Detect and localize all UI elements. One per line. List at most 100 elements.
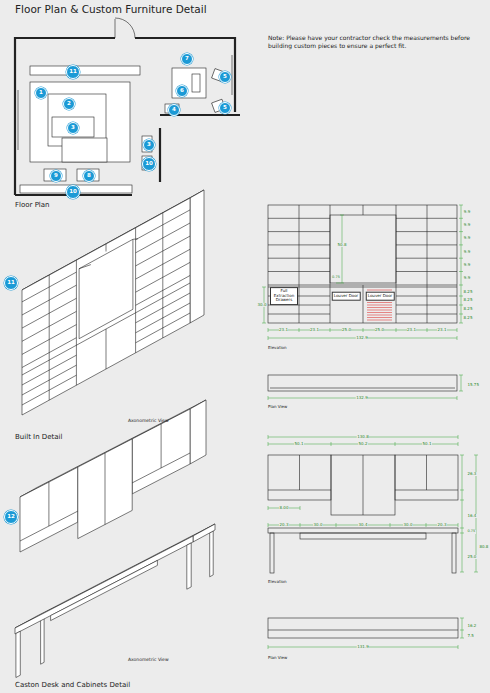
edge-line <box>49 355 76 370</box>
callout-number: 11 <box>4 276 18 290</box>
line <box>268 258 299 259</box>
edge-line <box>76 260 77 385</box>
dimension: 9.9 <box>463 223 470 227</box>
line <box>367 307 392 308</box>
edge-line <box>136 277 163 292</box>
panel <box>270 533 274 573</box>
line <box>268 336 269 340</box>
callout-number: 2 <box>63 98 75 110</box>
line <box>268 630 458 631</box>
face <box>51 560 158 620</box>
callout-text: 8 <box>87 173 91 179</box>
callout-text: 3 <box>147 142 151 148</box>
edge-line <box>161 424 162 468</box>
edge-line <box>49 325 76 340</box>
dimension: 23.1 <box>407 328 417 332</box>
view-label: Axonometric View <box>128 419 169 424</box>
view-label: Plan View <box>268 405 287 409</box>
edge-line <box>49 375 76 390</box>
line <box>396 328 397 332</box>
callout-text: 6 <box>180 88 184 94</box>
view-label: Axonometric View <box>128 658 169 663</box>
edge-line <box>49 298 76 313</box>
edge-line <box>106 329 107 369</box>
line <box>268 314 299 315</box>
dimension: 16.4 <box>467 514 477 518</box>
line <box>459 375 463 376</box>
line <box>342 215 343 283</box>
callout-number: 5 <box>219 71 231 83</box>
edge-line <box>22 326 49 341</box>
callout-text: 12 <box>7 514 15 520</box>
line <box>336 523 337 527</box>
face <box>190 190 204 323</box>
callout-number: 10 <box>142 157 156 171</box>
dimension: 7.5 <box>467 634 474 638</box>
line <box>427 258 457 259</box>
line <box>299 271 330 272</box>
line <box>474 572 478 573</box>
panel <box>268 205 457 323</box>
line <box>396 296 427 297</box>
edge-line <box>163 236 190 251</box>
line <box>460 638 464 639</box>
callout-text: 7 <box>185 56 189 62</box>
edge-line <box>135 228 136 353</box>
face <box>190 400 206 464</box>
line <box>459 305 463 306</box>
edge-line <box>22 287 49 302</box>
section-title: Floor Plan <box>15 202 50 209</box>
callout-number: 3 <box>143 139 155 151</box>
floor-plan <box>15 18 240 195</box>
dimension: 25.0 <box>375 328 385 332</box>
line <box>460 572 464 573</box>
callout-number: 7 <box>181 53 193 65</box>
dimension: 23.1 <box>279 328 289 332</box>
line <box>363 205 364 215</box>
line <box>363 285 364 323</box>
line <box>459 244 463 245</box>
dimension: 8.25 <box>463 290 473 294</box>
line <box>426 455 427 490</box>
callout-text: 3 <box>71 125 75 131</box>
face <box>193 524 215 542</box>
panel <box>300 533 426 539</box>
edge-line <box>163 249 190 264</box>
line <box>268 244 299 245</box>
face <box>16 631 20 677</box>
face <box>15 536 193 634</box>
line <box>299 305 330 306</box>
dimension: 9.9 <box>463 236 470 240</box>
line <box>396 244 427 245</box>
panel <box>395 455 458 500</box>
edge-line <box>132 453 190 483</box>
dimension: 131.9 <box>357 645 369 649</box>
line <box>299 314 330 315</box>
dimension: 9.9 <box>463 263 470 267</box>
edge-line <box>105 453 106 525</box>
dimension: 50.1 <box>294 442 304 446</box>
callout-text: 5 <box>223 74 227 80</box>
callout-number: 8 <box>83 170 95 182</box>
line <box>395 442 396 446</box>
edge-line <box>136 308 163 323</box>
line <box>367 312 392 313</box>
line <box>459 205 463 206</box>
line <box>460 455 464 456</box>
line <box>460 490 464 491</box>
face <box>78 439 132 539</box>
edge-line <box>163 223 190 238</box>
line <box>459 218 463 219</box>
line <box>396 231 427 232</box>
edge-line <box>106 244 107 252</box>
line <box>268 218 299 219</box>
callout-number: 4 <box>168 104 180 116</box>
dimension: 23.1 <box>437 328 447 332</box>
line <box>262 287 266 288</box>
edge-line <box>136 264 163 279</box>
section-title: Caston Desk and Cabinets Detail <box>15 682 130 689</box>
line <box>459 285 463 286</box>
line <box>299 455 300 490</box>
callout-text: 9 <box>54 173 58 179</box>
line <box>460 533 464 534</box>
